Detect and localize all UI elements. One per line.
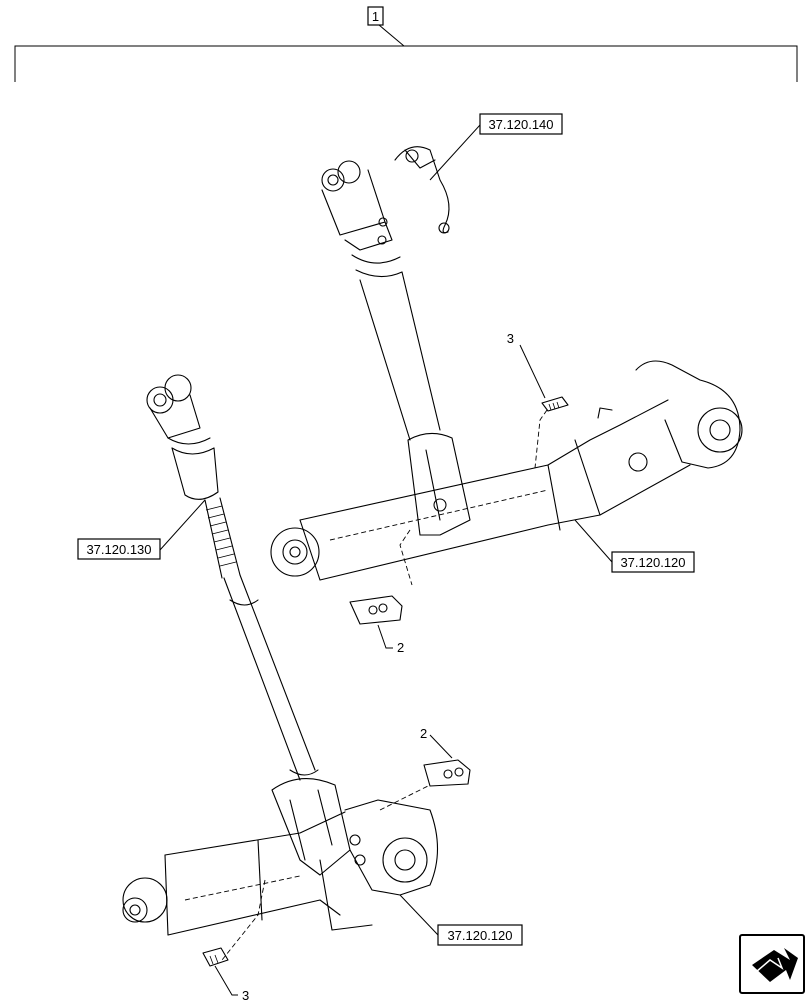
ref-lower-arm-right: 37.120.120 — [574, 519, 695, 573]
next-page-arrow-icon[interactable] — [739, 934, 805, 994]
callout-bolt-lower: 3 — [242, 988, 249, 1000]
bolt-item-3-upper: 3 — [507, 331, 569, 412]
group-callout: 1 — [372, 9, 379, 24]
svg-text:37.120.120: 37.120.120 — [620, 555, 685, 570]
clip-item-2-upper: 2 — [349, 595, 404, 655]
callout-clip-upper: 2 — [397, 640, 404, 655]
ref-lower-arm-bottom: 37.120.120 — [399, 894, 523, 946]
upper-lower-arm — [270, 360, 743, 586]
lower-lower-arm — [122, 784, 438, 961]
ref-top-link-upper: 37.120.140 — [429, 113, 563, 181]
clip-item-2-lower: 2 — [420, 726, 471, 787]
svg-text:37.120.140: 37.120.140 — [488, 117, 553, 132]
callout-bolt-upper: 3 — [507, 331, 514, 346]
ref-top-link-left: 37.120.130 — [77, 499, 206, 560]
svg-text:37.120.120: 37.120.120 — [447, 928, 512, 943]
svg-text:37.120.130: 37.120.130 — [86, 542, 151, 557]
assembly-bracket: 1 — [14, 6, 798, 82]
lower-top-link — [146, 374, 351, 876]
upper-top-link — [321, 146, 471, 536]
bolt-item-3-lower: 3 — [202, 947, 249, 1000]
callout-clip-lower: 2 — [420, 726, 427, 741]
